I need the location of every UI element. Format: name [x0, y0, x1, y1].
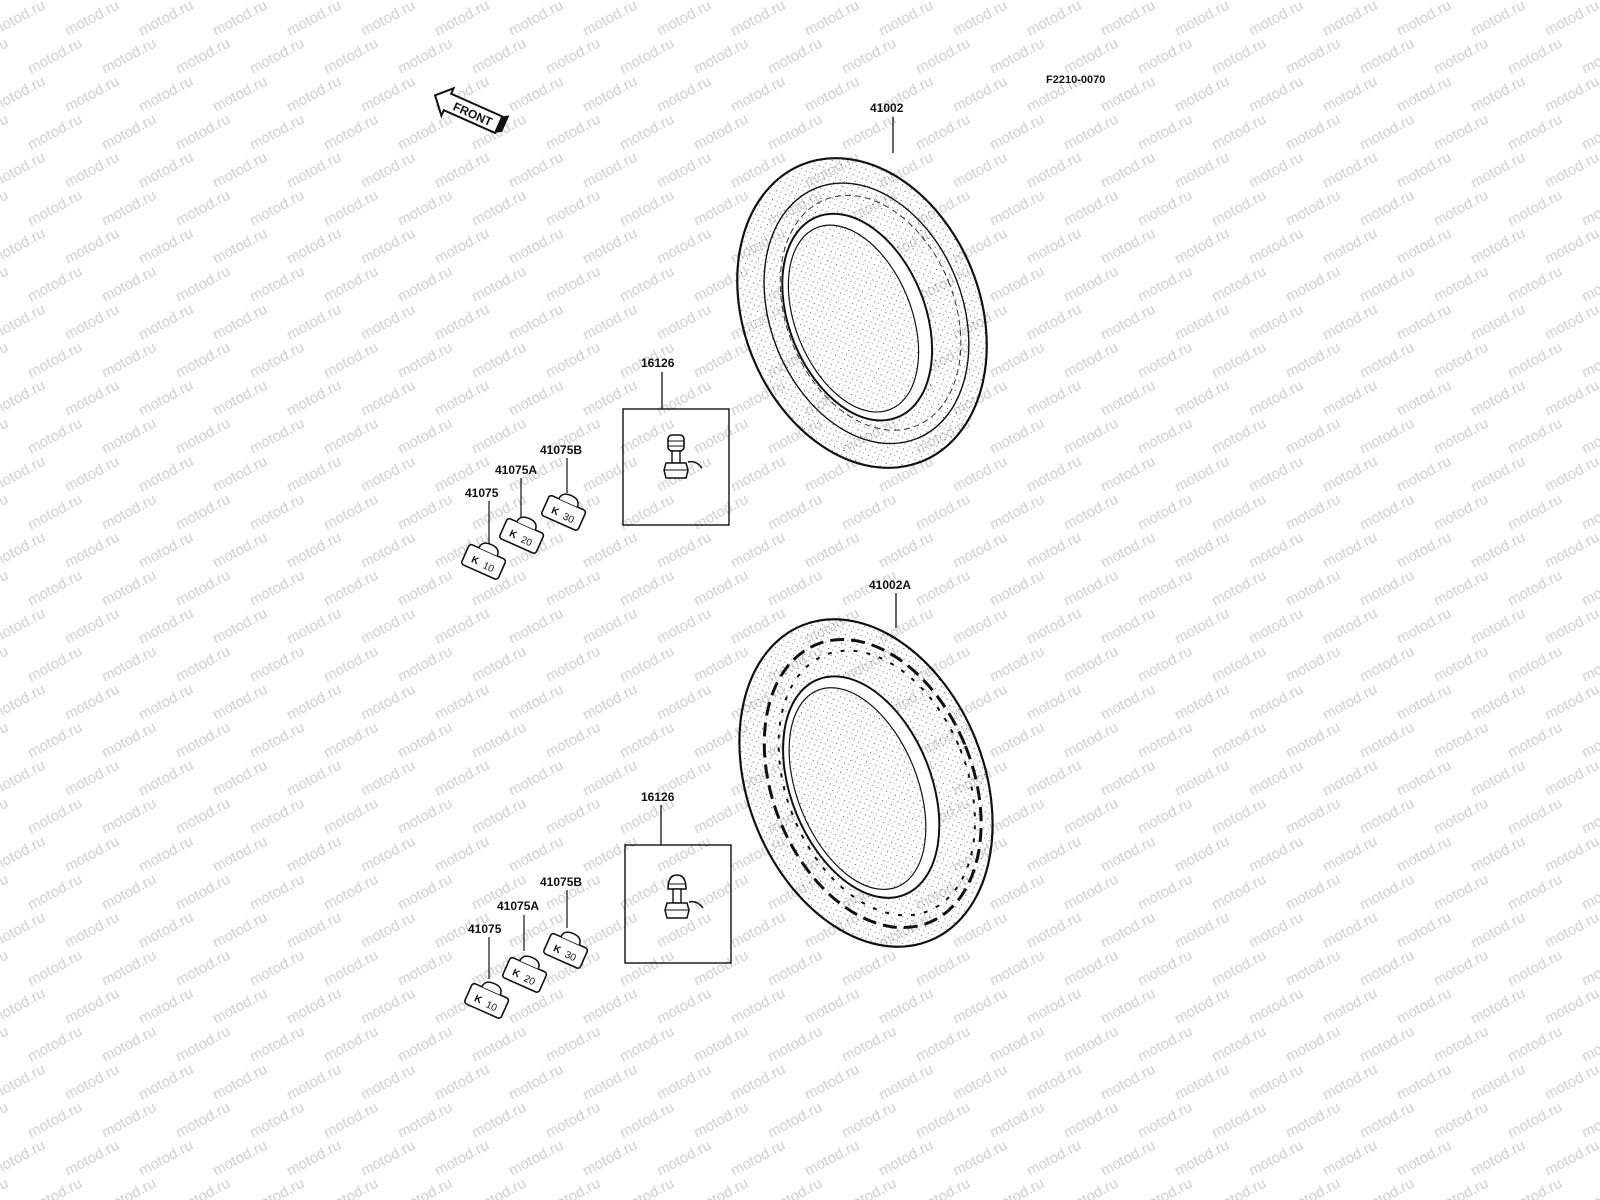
part-number-valve-bottom[interactable]: 16126: [641, 790, 675, 804]
part-number-weight-top[interactable]: 41075: [465, 486, 499, 500]
balance-weights-bottom: K 10 K 20 K 30: [464, 890, 589, 1019]
part-number-tire-front[interactable]: 41002: [870, 101, 904, 115]
svg-text:30: 30: [561, 511, 576, 526]
part-number-weight-bottom-a[interactable]: 41075A: [497, 899, 540, 913]
part-number-valve-top[interactable]: 16126: [641, 356, 675, 370]
svg-text:K: K: [510, 967, 522, 980]
svg-text:K: K: [469, 554, 481, 567]
figure-code: F2210-0070: [1046, 74, 1106, 86]
tire-front: [736, 157, 988, 469]
svg-text:10: 10: [484, 999, 499, 1014]
svg-text:30: 30: [563, 949, 578, 964]
valve-icon: [663, 434, 703, 479]
valve-icon: [664, 874, 704, 919]
valve-box-bottom: [624, 805, 732, 964]
valve-box-top: [622, 372, 730, 526]
balance-weights-top: K 10 K 20 K 30: [461, 458, 587, 580]
svg-text:K: K: [507, 528, 519, 541]
svg-text:20: 20: [519, 534, 534, 549]
front-arrow-icon: FRONT: [433, 86, 510, 135]
part-number-weight-top-a[interactable]: 41075A: [495, 463, 538, 477]
tire-rear: [738, 618, 994, 948]
svg-text:K: K: [549, 505, 561, 518]
svg-text:K: K: [551, 943, 563, 956]
part-number-tire-rear[interactable]: 41002A: [869, 578, 912, 592]
part-number-weight-bottom[interactable]: 41075: [468, 922, 502, 936]
svg-text:20: 20: [522, 973, 537, 988]
svg-text:K: K: [472, 993, 484, 1006]
watermark-text: motod.ru: [0, 1175, 11, 1200]
part-number-weight-bottom-b[interactable]: 41075B: [540, 875, 583, 889]
part-number-weight-top-b[interactable]: 41075B: [540, 443, 583, 457]
svg-text:10: 10: [481, 560, 496, 575]
